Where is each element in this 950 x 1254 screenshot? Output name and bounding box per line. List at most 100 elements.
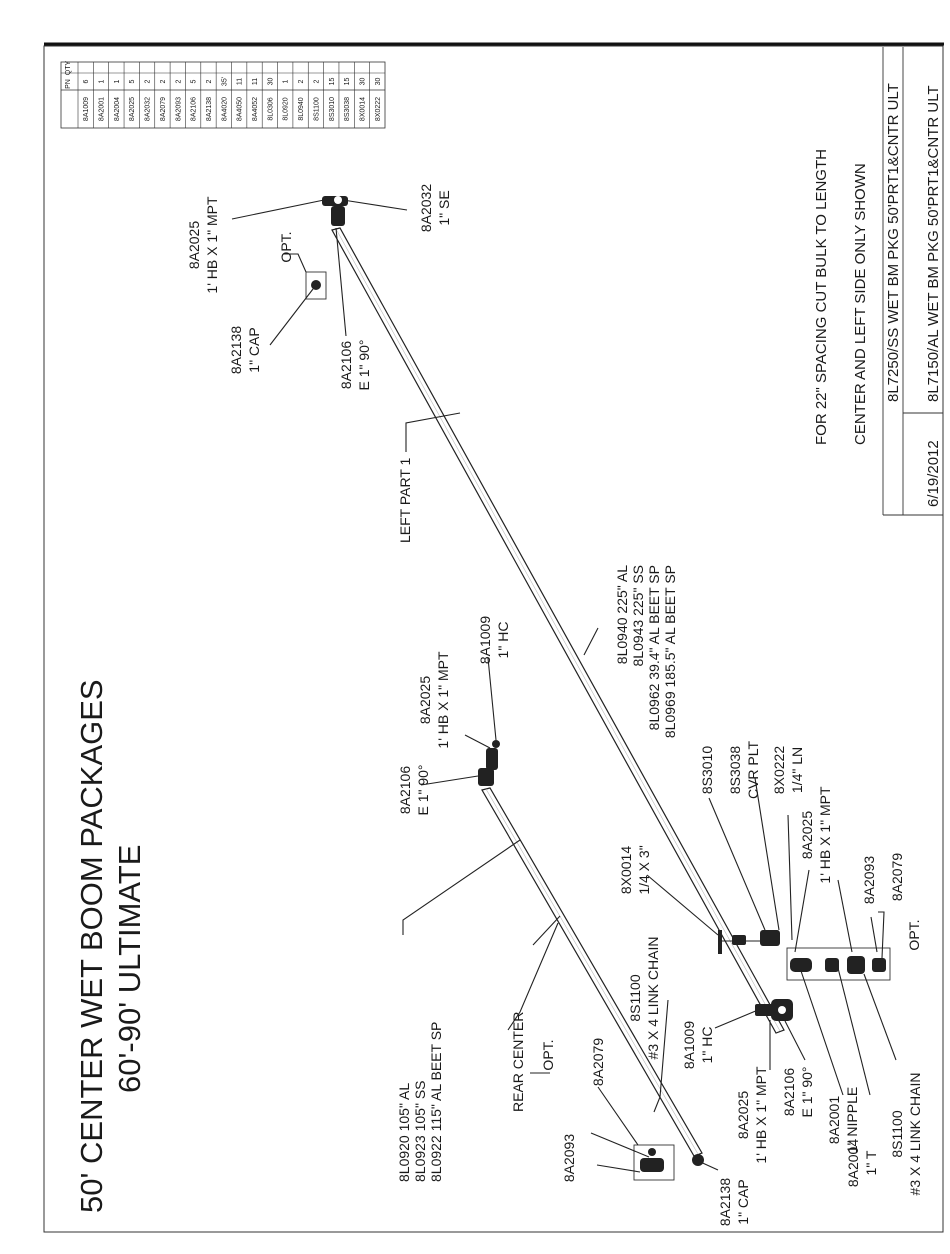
table-cell-pn: 8A4052	[252, 97, 259, 121]
callout-rear-center: REAR CENTER	[510, 1012, 526, 1112]
callout-chain-right-desc: #3 X 4 LINK CHAIN	[907, 1073, 923, 1196]
rear-center-pipe	[481, 787, 703, 1157]
callout-right-hb-pn: 8A2025	[799, 811, 815, 859]
callout-top-elbow-desc: E 1" 90°	[356, 339, 372, 390]
table-cell-qty: 15	[344, 78, 351, 86]
leader-lines	[231, 199, 897, 1173]
page-title: 50' CENTER WET BOOM PACKAGES	[74, 679, 109, 1213]
table-cell-pn: 8A2032	[145, 97, 152, 121]
table-cell-qty: 5	[191, 79, 198, 83]
table-cell-pn: 8A1009	[83, 97, 90, 121]
callout-center-pipe-2: 8L0923 105" SS	[412, 1081, 428, 1183]
note-spacing: FOR 22" SPACING CUT BULK TO LENGTH	[813, 149, 830, 445]
callout-bot-opt: OPT.	[540, 1039, 556, 1070]
callout-top-elbow-pn: 8A2106	[338, 341, 354, 389]
table-cell-qty: 15	[329, 78, 336, 86]
table-cell-pn: 8A2001	[99, 97, 106, 121]
table-cell-qty: 1	[114, 79, 121, 83]
callout-bot-elbow-desc: E 1" 90°	[799, 1066, 815, 1117]
callout-ln-pn: 8X0222	[771, 746, 787, 794]
callout-bot-hb-pn: 8A2025	[735, 1091, 751, 1139]
table-row: 8L0920 1	[283, 79, 290, 120]
table-cell-qty: 11	[252, 78, 259, 85]
left-part-pipe	[331, 227, 785, 1034]
callout-top-hb-pn: 8A2025	[186, 221, 202, 269]
callout-top-cap-desc: 1" CAP	[246, 327, 262, 372]
callout-center-pipe-3: 8L0922 115" AL BEET SP	[428, 1022, 444, 1182]
table-cell-pn: 8A2093	[175, 97, 182, 121]
table-cell-qty: 2	[298, 79, 305, 83]
callouts: 8A2025 1' HB X 1" MPT OPT. 8A2032 1" SE …	[186, 184, 923, 1226]
table-cell-pn: 8A2079	[160, 97, 167, 121]
table-cell-pn: 8A2138	[206, 97, 213, 121]
table-cell-qty: 35'	[221, 77, 228, 86]
title-block-pkg-al: 8L7150/AL WET BM PKG 50'PRT1&CNTR ULT	[925, 85, 942, 402]
table-cell-qty: 11	[237, 78, 244, 85]
callout-bot-hc-pn: 8A1009	[681, 1021, 697, 1069]
callout-bolt-pn: 8X0014	[618, 846, 634, 894]
table-row: 8S3010 15	[329, 78, 336, 122]
table-cell-pn: 8L0940	[298, 97, 305, 120]
table-cell-qty: 2	[313, 79, 320, 83]
table-cell-qty: 2	[145, 79, 152, 83]
mid-fitting-assembly	[478, 740, 500, 786]
callout-tee-desc: 1" T	[863, 1150, 879, 1175]
callout-cvr-plt-pn: 8S3038	[727, 746, 743, 794]
table-cell-pn: 8L0920	[283, 97, 290, 120]
callout-s3010: 8S3010	[699, 746, 715, 794]
callout-chain-mid-pn: 8S1100	[627, 974, 643, 1021]
table-cell-pn: 8A2106	[191, 97, 198, 121]
table-row: 8X0014 30	[359, 78, 366, 122]
table-cell-pn: 8A2025	[129, 97, 136, 121]
callout-right-2079: 8A2079	[889, 853, 905, 901]
table-cell-qty: 30	[359, 78, 366, 86]
callout-left-pipe-1: 8L0940 225" AL	[614, 565, 630, 664]
callout-mid-hc-pn: 8A1009	[477, 616, 493, 664]
callout-mid-hb-desc: 1' HB X 1" MPT	[435, 651, 451, 749]
callout-left-pipe-2: 8L0943 225" SS	[630, 565, 646, 667]
rear-tee-box	[633, 1144, 675, 1181]
callout-center-pipe-1: 8L0920 105" AL	[396, 1083, 412, 1182]
callout-top-cap-pn: 8A2138	[228, 326, 244, 374]
callout-bot-cap-desc: 1" CAP	[735, 1179, 751, 1224]
callout-mid-elbow-pn: 8A2106	[397, 766, 413, 814]
table-row: 8A4052 11	[252, 78, 259, 121]
callout-left-pipe-4: 8L0969 185.5" AL BEET SP	[662, 565, 678, 738]
callout-ln-desc: 1/4" LN	[789, 747, 805, 793]
callout-left-part: LEFT PART 1	[397, 457, 413, 543]
callout-right-opt: OPT.	[906, 919, 922, 950]
title-block-date: 6/19/2012	[925, 440, 942, 507]
callout-bolt-desc: 1/4 X 3"	[636, 845, 652, 894]
table-cell-pn: 8A4020	[221, 97, 228, 121]
title-block: 8L7250/SS WET BM PKG 50'PRT1&CNTR ULT 8L…	[882, 47, 943, 516]
table-cell-pn: 8X0222	[375, 97, 382, 121]
parts-table: PN QTY 8A100968A200118A200418A202558A203…	[60, 60, 386, 129]
table-cell-qty: 1	[283, 79, 290, 83]
callout-right-hb-desc: 1' HB X 1" MPT	[817, 786, 833, 884]
callout-nipple-desc: 1" NIPPLE	[844, 1087, 860, 1153]
callout-top-se-pn: 8A2032	[418, 184, 434, 232]
rear-end-cap	[692, 1154, 704, 1166]
title-block-pkg-ss: 8L7250/SS WET BM PKG 50'PRT1&CNTR ULT	[885, 83, 902, 402]
table-cell-pn: 8S3010	[329, 97, 336, 121]
callout-bot-hb-desc: 1' HB X 1" MPT	[753, 1066, 769, 1164]
tee-box	[786, 947, 891, 981]
table-cell-pn: 8X0014	[359, 97, 366, 121]
table-cell-pn: 8A2004	[114, 97, 121, 121]
top-cap-opt	[305, 271, 327, 300]
table-row: 8A2079 2	[160, 79, 167, 121]
table-cell-qty: 2	[160, 79, 167, 83]
callout-right-2093: 8A2093	[861, 856, 877, 904]
table-row: 8A4020 35'	[221, 77, 228, 121]
